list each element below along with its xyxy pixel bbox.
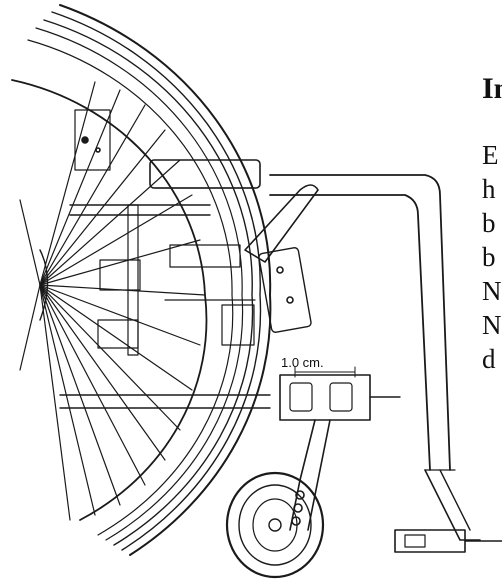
- wheel-spokes: [19, 81, 206, 521]
- front-tube: [269, 174, 481, 541]
- body-line: b: [482, 208, 496, 238]
- body-line: h: [482, 174, 496, 204]
- seat: [149, 159, 261, 301]
- body-line: b: [482, 242, 496, 272]
- brake-lever: [221, 184, 319, 346]
- dimension-label: 1.0 cm.: [281, 355, 324, 370]
- body-line: N: [482, 310, 502, 340]
- body-line: E: [482, 140, 499, 170]
- body-line: d: [482, 344, 496, 374]
- caster-wheel: [225, 419, 331, 579]
- heading: In: [482, 72, 502, 105]
- rear-wheel: [11, 4, 272, 556]
- body-line: N: [482, 276, 502, 306]
- footrest: [394, 529, 502, 553]
- caster-mount: [279, 366, 401, 421]
- frame: [59, 109, 271, 409]
